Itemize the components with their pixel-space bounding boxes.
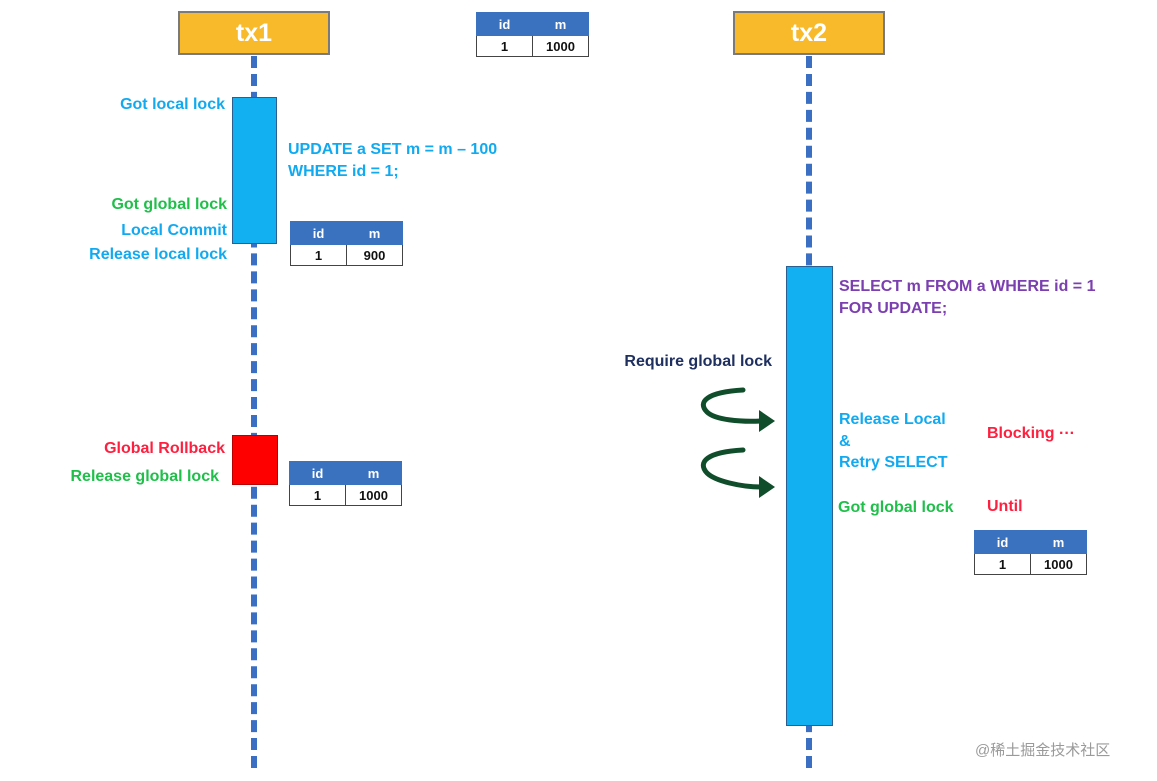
tx2-result-table: id m 1 1000	[974, 530, 1087, 575]
watermark: @稀土掘金技术社区	[975, 742, 1111, 759]
table-header-id: id	[290, 221, 347, 245]
tx1-release-local-lock: Release local lock	[89, 246, 227, 263]
table-header-m: m	[1030, 530, 1087, 554]
tx1-activation-bar	[232, 97, 277, 244]
after-commit-table: id m 1 900	[290, 221, 403, 266]
after-rollback-table: id m 1 1000	[289, 461, 402, 506]
table-header-id: id	[289, 461, 346, 485]
tx2-until: Until	[987, 498, 1023, 515]
tx1-title: tx1	[235, 18, 273, 47]
tx1-sql-line1: UPDATE a SET m = m – 100	[288, 141, 498, 158]
retry-arrow-1-icon	[700, 387, 775, 432]
table-cell-m: 900	[346, 244, 403, 266]
tx2-sql-line2: FOR UPDATE;	[839, 300, 948, 317]
table-cell-id: 1	[476, 35, 533, 57]
table-header-m: m	[532, 12, 589, 36]
tx1-got-local-lock: Got local lock	[120, 96, 225, 113]
table-cell-id: 1	[289, 484, 346, 506]
tx1-lifeline	[251, 56, 257, 768]
table-header-id: id	[476, 12, 533, 36]
tx2-require-global-lock: Require global lock	[624, 353, 772, 370]
initial-table: id m 1 1000	[476, 12, 589, 57]
tx2-blocking: Blocking ···	[987, 425, 1075, 442]
tx1-local-commit: Local Commit	[121, 222, 227, 239]
tx1-release-global-lock: Release global lock	[70, 468, 219, 485]
table-cell-m: 1000	[1030, 553, 1087, 575]
table-cell-id: 1	[974, 553, 1031, 575]
tx2-release-local: Release Local	[839, 411, 946, 428]
tx2-header: tx2	[733, 11, 885, 55]
tx2-activation-bar	[786, 266, 833, 726]
tx1-sql-line2: WHERE id = 1;	[288, 163, 399, 180]
tx2-title: tx2	[790, 18, 828, 47]
retry-arrows	[700, 387, 775, 498]
tx1-got-global-lock: Got global lock	[111, 196, 227, 213]
tx2-got-global-lock: Got global lock	[838, 499, 954, 516]
tx2-ampersand: &	[839, 433, 851, 450]
table-header-m: m	[345, 461, 402, 485]
table-header-id: id	[974, 530, 1031, 554]
retry-arrow-2-icon	[700, 447, 775, 498]
tx1-global-rollback: Global Rollback	[104, 440, 225, 457]
table-cell-m: 1000	[532, 35, 589, 57]
tx2-retry-select: Retry SELECT	[839, 454, 948, 471]
table-cell-m: 1000	[345, 484, 402, 506]
tx1-rollback-bar	[232, 435, 278, 485]
table-cell-id: 1	[290, 244, 347, 266]
tx2-sql-line1: SELECT m FROM a WHERE id = 1	[839, 278, 1096, 295]
table-header-m: m	[346, 221, 403, 245]
tx1-header: tx1	[178, 11, 330, 55]
